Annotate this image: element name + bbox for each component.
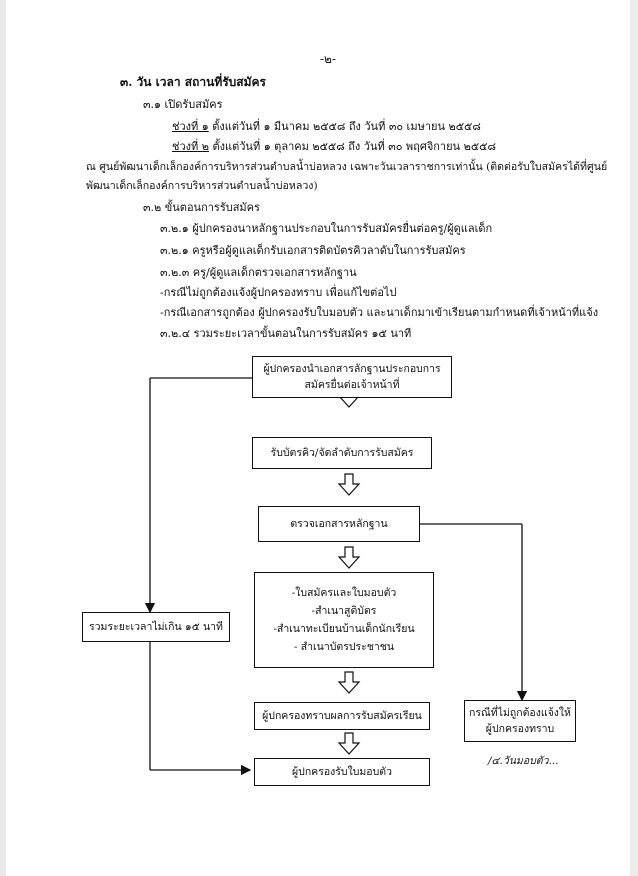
step-line: ๓.๒.๔ รวมระยะเวลาขั้นตอนในการรับสมัคร ๑๕… (160, 327, 412, 340)
flow-box-text: ผู้ปกครองนำเอกสารลักฐานประกอบการ (263, 363, 441, 375)
flow-box-text: กรณีที่ไม่ถูกต้องแจ้งให้ (469, 707, 571, 719)
period-2-line: ช่วงที่ ๒ ตั้งแต่วันที่ ๑ ตุลาคม ๒๕๕๘ ถึ… (172, 140, 496, 154)
flow-box-receive-enrollment: ผู้ปกครองรับใบมอบตัว (254, 758, 430, 786)
document-item: -สำเนาสูติบัตร (311, 605, 377, 617)
flow-box-submit-documents: ผู้ปกครองนำเอกสารลักฐานประกอบการ สมัครยื… (252, 356, 452, 398)
down-arrow-icon (337, 732, 361, 755)
document-item: - สำเนาบัตรประชาชน (293, 641, 395, 653)
flow-box-text: ผู้ปกครองทราบ (485, 723, 555, 735)
step-line: ๓.๒.๑ ผู้ปกครองนาหลักฐานประกอบในการรับสม… (160, 222, 493, 235)
down-arrow-icon (337, 546, 361, 569)
scan-edge-left (0, 0, 6, 876)
flow-box-text: ตรวจเอกสารหลักฐาน (290, 518, 388, 530)
period-1-label: ช่วงที่ ๑ (172, 120, 209, 133)
section-3-title: ๓. วัน เวลา สถานที่รับสมัคร (120, 75, 266, 89)
step-line: -กรณีเอกสารถูกต้อง ผู้ปกครองรับใบมอบตัว … (160, 306, 599, 319)
flow-box-queue-card: รับบัตรคิว/จัดลำดับการรับสมัคร (252, 437, 432, 469)
section-3-2-heading: ๓.๒ ขั้นตอนการรับสมัคร (143, 201, 260, 214)
flow-box-total-time: รวมระยะเวลาไม่เกิน ๑๕ นาที (82, 612, 230, 642)
flow-box-text: รับบัตรคิว/จัดลำดับการรับสมัคร (270, 447, 414, 459)
period-2-text: ตั้งแต่วันที่ ๑ ตุลาคม ๒๕๕๘ ถึง วันที่ ๓… (209, 140, 496, 153)
flow-box-document-list: -ใบสมัครและใบมอบตัว -สำเนาสูติบัตร -สำเน… (254, 572, 434, 668)
down-arrow-icon (337, 473, 361, 496)
continuation-note: /๔.วันมอบตัว... (488, 755, 559, 767)
flow-box-text: ผู้ปกครองทราบผลการรับสมัครเรียน (262, 710, 422, 722)
step-line: -กรณีไม่ถูกต้องแจ้งผู้ปกครองทราบ เพื่อแก… (160, 286, 397, 299)
scan-edge-right (630, 0, 638, 876)
period-2-label: ช่วงที่ ๒ (172, 140, 210, 153)
flow-box-check-documents: ตรวจเอกสารหลักฐาน (258, 506, 420, 542)
flow-box-text: สมัครยื่นต่อเจ้าหน้าที่ (304, 379, 400, 391)
document-item: -ใบสมัครและใบมอบตัว (291, 587, 397, 599)
flow-box-text: ผู้ปกครองรับใบมอบตัว (292, 766, 392, 778)
document-item: -สำเนาทะเบียนบ้านเด็กนักเรียน (273, 623, 415, 635)
page-number: -๒- (320, 52, 337, 66)
step-line: ๓.๒.๓ ครู/ผู้ดูแลเด็กตรวจเอกสารหลักฐาน (160, 266, 357, 279)
down-arrow-icon (337, 671, 361, 694)
flow-box-incorrect-case: กรณีที่ไม่ถูกต้องแจ้งให้ ผู้ปกครองทราบ (464, 700, 576, 742)
period-1-text: ตั้งแต่วันที่ ๑ มีนาคม ๒๕๕๘ ถึง วันที่ ๓… (208, 120, 481, 133)
location-line-1: ณ ศูนย์พัฒนาเด็กเล็กองค์การบริหารส่วนตำบ… (86, 161, 608, 173)
location-line-2: พัฒนาเด็กเล็กองค์การบริหารส่วนตำบลน้ำบ่อ… (86, 180, 318, 192)
step-line: ๓.๒.๑ ครูหรือผู้ดูแลเด็กรับเอกสารติดบัตร… (160, 244, 466, 257)
period-1-line: ช่วงที่ ๑ ตั้งแต่วันที่ ๑ มีนาคม ๒๕๕๘ ถึ… (172, 120, 481, 134)
section-3-1-heading: ๓.๑ เปิดรับสมัคร (143, 98, 223, 111)
flow-box-inform-result: ผู้ปกครองทราบผลการรับสมัครเรียน (254, 702, 430, 730)
flow-box-text: รวมระยะเวลาไม่เกิน ๑๕ นาที (89, 621, 223, 633)
